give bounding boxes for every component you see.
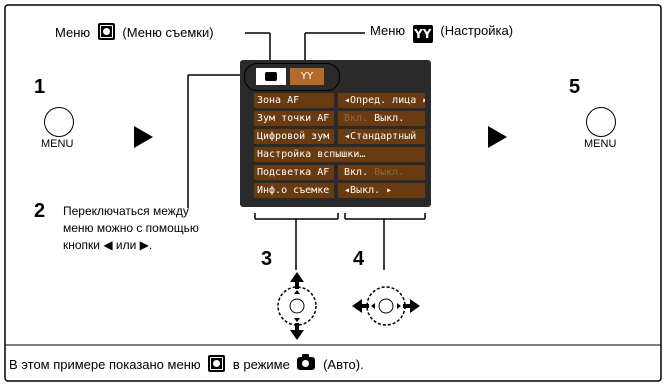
control-dial-left-right-icon: [352, 286, 420, 326]
lcd-tab-setup: ΥΥ: [290, 68, 324, 85]
lcd-row-key: Подсветка AF: [254, 165, 334, 180]
lcd-row-value: ◂Опред. лица ▸: [338, 93, 425, 108]
lcd-row-value: ◂Стандартный: [338, 129, 425, 144]
lcd-row: Зум точки AF Вкл. Выкл.: [254, 111, 425, 127]
lcd-row-key: Зона AF: [254, 93, 334, 108]
control-dial-up-down-icon: [277, 272, 317, 340]
lcd-row-value-text: Стандартный: [350, 131, 417, 142]
camera-tab-icon: [265, 72, 277, 81]
lcd-row-value: ◂Выкл. ▸: [338, 183, 425, 198]
auto-mode-camera-icon: [297, 354, 316, 370]
shoot-menu-prefix: Меню: [55, 25, 91, 40]
menu-button-icon: [44, 107, 74, 137]
lcd-row-value-text: Вкл.: [344, 167, 369, 178]
menu-button-label: MENU: [584, 138, 617, 150]
setup-menu-label: Меню ΥΥ (Настройка): [370, 23, 513, 43]
step-2-number: 2: [34, 200, 46, 222]
shoot-menu-label: Меню (Меню съемки): [55, 23, 214, 40]
lcd-row-key: Инф.о съемке: [254, 183, 334, 198]
arrow-right-icon: [488, 126, 507, 148]
lcd-row: Цифровой зум ◂Стандартный: [254, 129, 425, 145]
footer-middle: в режиме: [232, 357, 290, 372]
step-5-number: 5: [569, 76, 581, 98]
lcd-row-key: Цифровой зум: [254, 129, 334, 144]
lcd-row: Настройка вспышки…: [254, 147, 425, 163]
step-2-text-line2: меню можно с помощью: [63, 221, 199, 235]
shoot-menu-suffix: (Меню съемки): [122, 25, 214, 40]
lcd-row-value-dim: Выкл.: [374, 167, 405, 178]
setup-menu-prefix: Меню: [370, 23, 406, 38]
menu-button-label: MENU: [41, 138, 74, 150]
shoot-menu-icon: [208, 355, 226, 372]
lcd-row: Подсветка AF Вкл. Выкл.: [254, 165, 425, 181]
footer-suffix: (Авто).: [323, 357, 364, 372]
lcd-tab-shoot: [256, 68, 286, 85]
footer-prefix: В этом примере показано меню: [9, 357, 201, 372]
lcd-row-value-text: Опред. лица: [350, 95, 417, 106]
arrow-right-icon: [134, 126, 153, 148]
lcd-row-key: Зум точки AF: [254, 111, 334, 126]
setup-menu-suffix: (Настройка): [440, 23, 514, 38]
shoot-menu-icon: [97, 23, 115, 40]
step-4-number: 4: [353, 248, 365, 270]
step-1-number: 1: [34, 76, 46, 98]
lcd-row-value-text: Выкл.: [350, 185, 381, 196]
lcd-row-full: Настройка вспышки…: [254, 147, 425, 162]
step-2-text-line3: кнопки ◀ или ▶.: [63, 238, 153, 252]
footer-note: В этом примере показано меню в режиме (А…: [9, 354, 364, 372]
lcd-row: Инф.о съемке ◂Выкл. ▸: [254, 183, 425, 199]
step-2-text: Переключаться между меню можно с помощью…: [63, 203, 199, 254]
lcd-row: Зона AF ◂Опред. лица ▸: [254, 93, 425, 109]
lcd-row-value: Вкл. Выкл.: [338, 111, 425, 126]
menu-button-icon: [586, 107, 616, 137]
lcd-row-value: Вкл. Выкл.: [338, 165, 425, 180]
step-3-number: 3: [261, 248, 273, 270]
tab-highlight-oval: [244, 63, 340, 91]
lcd-row-value-text: Выкл.: [374, 113, 405, 124]
setup-menu-icon: ΥΥ: [412, 25, 433, 43]
lcd-row-value-dim: Вкл.: [344, 113, 369, 124]
step-2-text-line1: Переключаться между: [63, 204, 189, 218]
